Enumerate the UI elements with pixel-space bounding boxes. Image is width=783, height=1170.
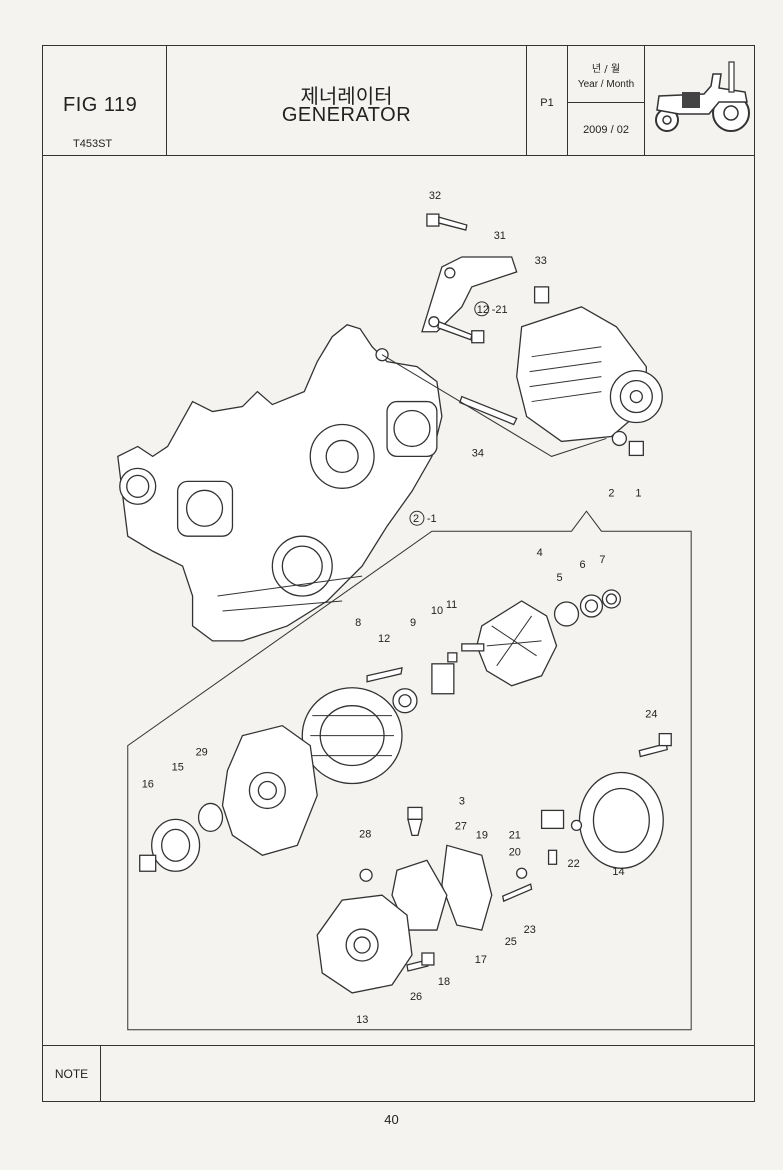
callout-6: 6 bbox=[579, 559, 585, 571]
callout-17: 17 bbox=[475, 954, 487, 966]
callout-4: 4 bbox=[537, 547, 543, 559]
callout-labels: 32 31 33 12 -21 34 2 1 2 -1 4 5 6 7 8 12… bbox=[142, 190, 658, 1026]
date-label-korean: 년 / 월 bbox=[591, 64, 621, 75]
callout-11: 11 bbox=[446, 599, 457, 611]
callout-1-suffix: -1 bbox=[427, 513, 437, 525]
figure-cell: FIG 119 T453ST bbox=[43, 46, 167, 155]
callout-15: 15 bbox=[172, 762, 184, 774]
callout-14: 14 bbox=[612, 866, 624, 878]
callout-25: 25 bbox=[505, 936, 517, 948]
stator bbox=[301, 652, 458, 785]
front-housing bbox=[139, 724, 318, 872]
callout-7: 7 bbox=[599, 554, 605, 566]
engine-front-cover bbox=[117, 324, 443, 642]
callout-31: 31 bbox=[494, 230, 506, 242]
leader-stud bbox=[381, 354, 607, 457]
alternator-body bbox=[516, 306, 663, 457]
page-number: 40 bbox=[384, 1112, 399, 1127]
callout-circle-2 bbox=[409, 510, 425, 526]
callout-26: 26 bbox=[410, 991, 422, 1003]
callout-12-circled: 12 bbox=[477, 304, 489, 316]
callout-27: 27 bbox=[455, 820, 467, 832]
rear-cover bbox=[578, 732, 672, 869]
title-korean: 제너레이터 bbox=[300, 84, 393, 108]
callout-19: 19 bbox=[476, 829, 488, 841]
callout-29: 29 bbox=[196, 747, 208, 759]
callout-8: 8 bbox=[355, 617, 361, 629]
exploded-group-outline bbox=[127, 510, 692, 1031]
regulator-parts bbox=[359, 806, 583, 972]
callout-22: 22 bbox=[568, 858, 580, 870]
callout-13: 13 bbox=[356, 1014, 368, 1026]
tractor-icon bbox=[655, 61, 750, 132]
callout-20: 20 bbox=[509, 846, 521, 858]
bracket-assembly bbox=[421, 213, 550, 344]
date-cell: 년 / 월 Year / Month 2009 / 02 bbox=[568, 46, 645, 155]
callout-32: 32 bbox=[429, 190, 441, 202]
callout-24: 24 bbox=[645, 709, 657, 721]
note-row: NOTE bbox=[43, 1045, 754, 1101]
date-label-english: Year / Month bbox=[577, 79, 635, 90]
callout-18: 18 bbox=[438, 976, 450, 988]
stud-bolt bbox=[459, 395, 518, 426]
callout-10: 10 bbox=[431, 605, 443, 617]
exploded-parts-diagram: 32 31 33 12 -21 34 2 1 2 -1 4 5 6 7 8 12… bbox=[117, 190, 692, 1031]
callout-23: 23 bbox=[524, 924, 536, 936]
figure-number: FIG 119 bbox=[63, 94, 138, 116]
title-cell: 제너레이터 GENERATOR bbox=[167, 46, 527, 155]
tractor-image-cell bbox=[645, 46, 756, 155]
title-english: GENERATOR bbox=[281, 104, 412, 126]
callout-9: 9 bbox=[410, 617, 416, 629]
parts-page-frame: FIG 119 T453ST 제너레이터 GENERATOR P1 년 / 월 … bbox=[42, 45, 755, 1102]
page-code: P1 bbox=[540, 97, 554, 109]
callout-33: 33 bbox=[535, 255, 547, 267]
callout-12: 12 bbox=[378, 633, 390, 645]
callout-2-top: 2 bbox=[608, 487, 614, 499]
model-code: T453ST bbox=[73, 138, 113, 150]
rear-housing bbox=[316, 894, 413, 994]
callout-21-suffix: -21 bbox=[492, 304, 508, 316]
callout-21: 21 bbox=[509, 829, 521, 841]
rotor bbox=[461, 589, 622, 687]
date-label-box: 년 / 월 Year / Month bbox=[568, 46, 644, 103]
callout-16: 16 bbox=[142, 778, 154, 790]
page-header: FIG 119 T453ST 제너레이터 GENERATOR P1 년 / 월 … bbox=[43, 46, 754, 156]
callout-28: 28 bbox=[359, 828, 371, 840]
page-code-cell: P1 bbox=[527, 46, 568, 155]
callout-5: 5 bbox=[557, 572, 563, 584]
callout-circle-12 bbox=[474, 301, 490, 317]
callout-34: 34 bbox=[472, 447, 484, 459]
callout-2-circled: 2 bbox=[413, 513, 419, 525]
callout-1: 1 bbox=[635, 487, 641, 499]
callout-3: 3 bbox=[459, 795, 465, 807]
note-label: NOTE bbox=[43, 1046, 101, 1101]
date-value: 2009 / 02 bbox=[583, 124, 629, 136]
